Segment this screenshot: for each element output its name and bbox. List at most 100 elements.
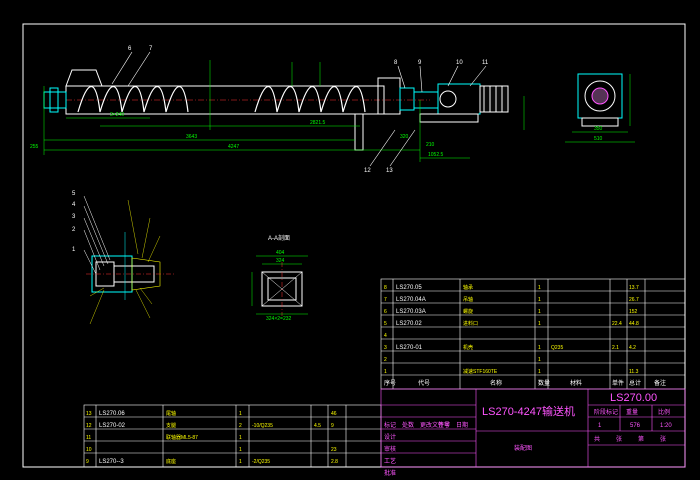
bom-lower-cell-name: 尾轴 bbox=[166, 410, 176, 417]
bom-upper-cell-name: 轴承 bbox=[463, 284, 473, 291]
bom-header-code: 代号 bbox=[418, 379, 430, 387]
bom-upper-cell-w2: 11.3 bbox=[629, 369, 639, 375]
tb-label: 处数 bbox=[402, 421, 414, 429]
tail-bearing bbox=[43, 91, 67, 109]
bom-upper-cell-no: 1 bbox=[384, 369, 387, 375]
bom-upper-cell-w2: 4.2 bbox=[629, 345, 636, 351]
callout-7: 7 bbox=[149, 46, 153, 52]
callout-4: 4 bbox=[72, 202, 76, 208]
dim-350: 350 bbox=[594, 126, 603, 132]
screw-flights-left bbox=[77, 86, 189, 113]
bom-upper-cell-qty: 1 bbox=[538, 345, 541, 351]
support-leg bbox=[354, 113, 364, 151]
tb-stage-label: 重量 bbox=[626, 408, 638, 416]
tb-role: 工艺 bbox=[384, 457, 396, 465]
dim-320: 320 bbox=[400, 134, 409, 140]
scale-value: 1:20 bbox=[660, 423, 672, 429]
section-aa-view bbox=[251, 255, 308, 316]
end-view-shaft bbox=[591, 87, 609, 105]
dim-404: 404 bbox=[276, 250, 285, 256]
bom-upper-cell-mat: Q235 bbox=[551, 345, 563, 351]
bom-header-w1: 单件 bbox=[612, 379, 624, 387]
title-block bbox=[380, 388, 686, 468]
tail-bearing-flange bbox=[49, 87, 59, 113]
dim-3643: 3643 bbox=[186, 134, 197, 140]
tb-label: 签字 bbox=[438, 421, 450, 429]
dim-2821: 2821.5 bbox=[310, 120, 326, 126]
bom-upper-cell-no: 4 bbox=[384, 333, 387, 339]
bom-lower-cell-name: 联轴器ML5-87 bbox=[166, 434, 198, 441]
tb-sheet-label: 第 bbox=[638, 435, 644, 443]
bom-lower-cell-code: LS270--3 bbox=[99, 459, 124, 465]
bom-lower-cell-name: 支腿 bbox=[166, 422, 176, 429]
bom-header-note: 备注 bbox=[654, 379, 666, 387]
dim-1052: 1052.5 bbox=[428, 152, 444, 158]
tb-sheet-label: 张 bbox=[616, 435, 622, 443]
dim-324x2: 324×2=232 bbox=[266, 316, 292, 322]
bom-lower-cell-code: LS270.06 bbox=[99, 411, 125, 417]
bom-upper-cell-name: 减速STF160TE bbox=[463, 368, 498, 375]
bom-upper-cell-w1: 22.4 bbox=[612, 321, 622, 327]
reducer bbox=[437, 83, 481, 115]
callout-9: 9 bbox=[418, 60, 422, 66]
main-view bbox=[43, 51, 525, 167]
bom-lower-cell-no: 13 bbox=[86, 411, 92, 417]
title-block-labels: 标记处数更改文件号签字日期设计审核工艺批准阶段标记重量比例共张第张 bbox=[384, 408, 670, 477]
bom-lower-cell-qty: 2 bbox=[239, 423, 242, 429]
bom-lower-cell-mat: -2/Q235 bbox=[252, 459, 270, 465]
bom-lower-cell-w2: 46 bbox=[331, 411, 337, 417]
bom-upper-cell-no: 6 bbox=[384, 309, 387, 315]
bom-upper-table bbox=[380, 278, 686, 390]
bom-lower-cell-name: 底座 bbox=[166, 458, 176, 465]
sheet-value: 1 bbox=[598, 423, 602, 429]
bom-upper-cell-name: 螺旋 bbox=[463, 308, 473, 315]
bom-upper-cell-code: LS270.02 bbox=[396, 321, 422, 327]
callout-10: 10 bbox=[456, 60, 463, 66]
outlet-chute bbox=[377, 77, 401, 115]
drive-base bbox=[419, 113, 479, 123]
bom-lower-cell-qty: 1 bbox=[239, 459, 242, 465]
drawing-subtitle: 装配图 bbox=[514, 444, 532, 452]
dim-210: 210 bbox=[426, 142, 435, 148]
dim-4247: 4247 bbox=[228, 144, 239, 150]
drive-bearing bbox=[399, 87, 415, 111]
callout-5: 5 bbox=[72, 191, 76, 197]
bom-lower-cell-w2: 23 bbox=[331, 447, 337, 453]
screw-flights-right bbox=[254, 86, 366, 113]
motor bbox=[479, 85, 509, 113]
bom-lower-cell-mat: -10/Q235 bbox=[252, 423, 273, 429]
tb-role: 设计 bbox=[384, 433, 396, 441]
bom-upper-cell-qty: 1 bbox=[538, 357, 541, 363]
bom-upper-header: 序号代号名称数量材料单件总计备注 bbox=[384, 379, 666, 387]
bom-lower-cell-w2: 9 bbox=[331, 423, 334, 429]
bom-lower-cell-no: 10 bbox=[86, 447, 92, 453]
bom-upper-cell-w2: 44.8 bbox=[629, 321, 639, 327]
bom-upper-cell-qty: 1 bbox=[538, 321, 541, 327]
bom-upper-cell-code: LS270.04A bbox=[396, 297, 426, 303]
bom-upper-cell-name: 机壳 bbox=[463, 344, 473, 351]
callout-8: 8 bbox=[394, 60, 398, 66]
callout-12: 12 bbox=[364, 168, 371, 174]
drawing-title: LS270-4247输送机 bbox=[482, 404, 575, 418]
bom-lower-cell-no: 9 bbox=[86, 459, 89, 465]
callout-3: 3 bbox=[72, 214, 76, 220]
bom-upper-cell-no: 2 bbox=[384, 357, 387, 363]
bom-upper-cell-w1: 2.1 bbox=[612, 345, 619, 351]
weight-value: 576 bbox=[630, 423, 641, 429]
tb-sheet-label: 共 bbox=[594, 435, 600, 443]
section-label: A-A剖面 bbox=[268, 234, 290, 242]
bom-upper-cell-code: LS270-01 bbox=[396, 345, 423, 351]
bom-upper-cell-w2: 26.7 bbox=[629, 297, 639, 303]
dim-324: 324 bbox=[276, 258, 285, 264]
tb-label: 更改文件号 bbox=[420, 421, 450, 429]
bom-upper-cell-qty: 1 bbox=[538, 285, 541, 291]
bom-upper-cell-no: 5 bbox=[384, 321, 387, 327]
bom-upper-cell-w2: 13.7 bbox=[629, 285, 639, 291]
tb-stage-label: 比例 bbox=[658, 408, 670, 416]
bom-upper-cell-code: LS270.03A bbox=[396, 309, 426, 315]
bom-lower-cell-w2: 2.8 bbox=[331, 459, 338, 465]
bom-lower-cell-no: 11 bbox=[86, 435, 91, 441]
